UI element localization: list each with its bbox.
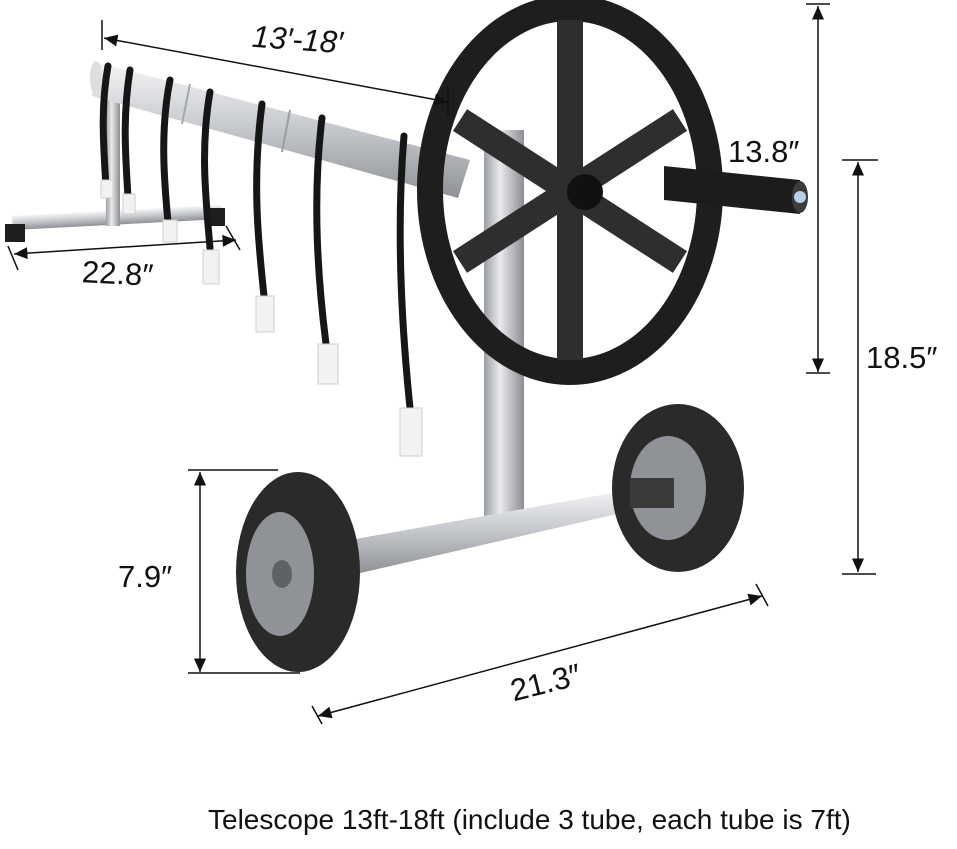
roller-tube — [90, 61, 470, 198]
right-wheel — [612, 404, 744, 572]
left-wheel — [236, 472, 360, 672]
base-width-label: 22.8″ — [81, 254, 155, 293]
caption-text: Telescope 13ft-18ft (include 3 tube, eac… — [208, 804, 851, 835]
handle-height-label: 13.8″ — [728, 134, 800, 169]
dimension-lines — [7, 3, 878, 725]
reel-length-label: 13′-18′ — [250, 18, 345, 61]
wheel-diameter-label: 7.9″ — [118, 559, 173, 594]
total-height-label: 18.5″ — [866, 340, 938, 375]
crank-handle — [664, 166, 808, 214]
